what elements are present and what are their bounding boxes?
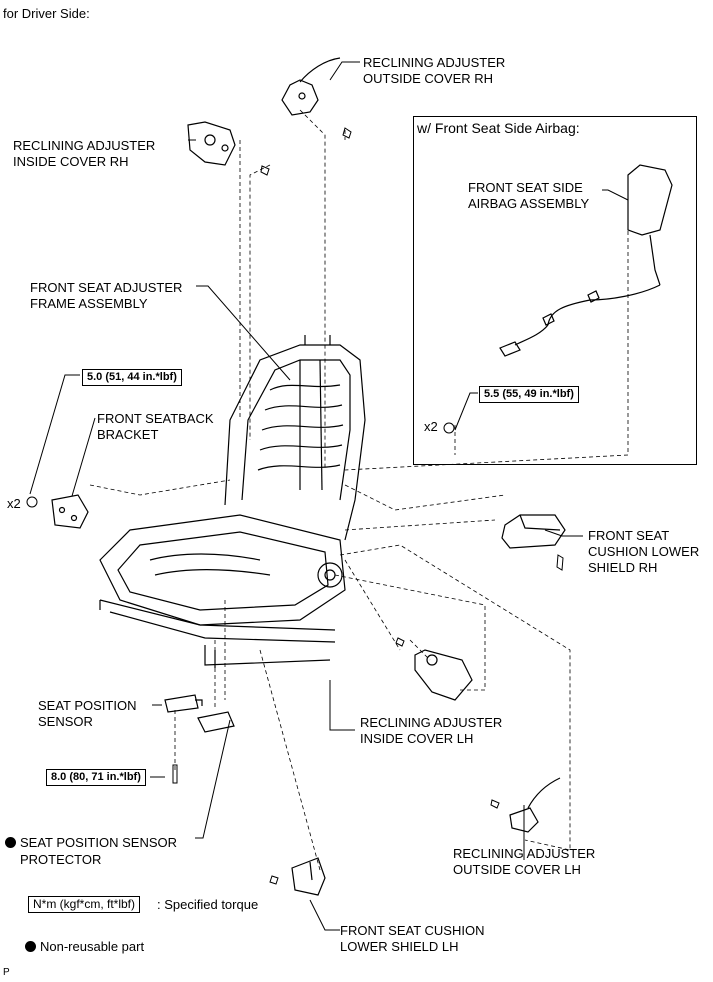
inset-title: w/ Front Seat Side Airbag: [417, 120, 580, 136]
label-recl-outside-rh-2: OUTSIDE COVER RH [363, 71, 494, 86]
label-recl-outside-rh-1: RECLINING ADJUSTER [363, 55, 506, 70]
torque-airbag: 5.5 (55, 49 in.*lbf) [479, 386, 579, 403]
label-recl-inside-rh-1: RECLINING ADJUSTER [13, 138, 156, 153]
airbag-inset-box [413, 116, 697, 465]
qty-inset: x2 [424, 419, 438, 434]
seatback-bracket-part [51, 494, 89, 529]
protector-part [197, 711, 235, 733]
footer-code: P [3, 967, 10, 978]
torque-bracket: 5.0 (51, 44 in.*lbf) [82, 369, 182, 386]
bolt-shield-lh [269, 875, 279, 885]
recl-inside-cover-lh-part [414, 649, 473, 701]
recl-outside-cover-lh-part [509, 777, 561, 833]
bolt-lh-inside [395, 637, 405, 647]
legend-torque-text: : Specified torque [157, 897, 259, 912]
label-recl-inside-lh-1: RECLINING ADJUSTER [360, 715, 503, 730]
label-shield-rh-3: SHIELD RH [588, 560, 658, 575]
bolt-bracket [26, 496, 38, 508]
nonreusable-dot-icon [5, 837, 16, 848]
nut-airbag [443, 422, 455, 434]
qty-left: x2 [7, 496, 21, 511]
label-frame-1: FRONT SEAT ADJUSTER [30, 280, 183, 295]
airbag-part [499, 164, 673, 357]
legend-nonreusable-text: Non-reusable part [40, 939, 145, 954]
label-recl-outside-lh-1: RECLINING ADJUSTER [453, 846, 596, 861]
recl-outside-cover-rh-part [281, 57, 341, 116]
label-sensor-2: SENSOR [38, 714, 93, 729]
recl-inside-cover-rh-part [187, 121, 236, 166]
label-bracket-2: BRACKET [97, 427, 159, 442]
bolt-sensor [172, 764, 178, 784]
legend-dot-icon [25, 941, 36, 952]
label-airbag-2: AIRBAG ASSEMBLY [468, 196, 590, 211]
bolt-rh-inside [260, 165, 270, 176]
label-shield-lh-1: FRONT SEAT CUSHION [340, 923, 485, 938]
shield-lh-part [291, 857, 326, 896]
legend-nonreusable: Non-reusable part [25, 939, 144, 955]
label-protector-text-1: SEAT POSITION SENSOR [20, 835, 177, 850]
label-frame-2: FRAME ASSEMBLY [30, 296, 148, 311]
alignment-lines [89, 109, 629, 871]
seat-frame-part [99, 335, 366, 668]
label-recl-inside-lh-2: INSIDE COVER LH [360, 731, 474, 746]
legend-torque-box: N*m (kgf*cm, ft*lbf) [28, 896, 141, 913]
label-shield-rh-2: CUSHION LOWER [588, 544, 700, 559]
label-shield-lh-2: LOWER SHIELD LH [340, 939, 459, 954]
label-recl-inside-rh-2: INSIDE COVER RH [13, 154, 129, 169]
bolt-lh-outside [490, 799, 500, 809]
label-shield-rh-1: FRONT SEAT [588, 528, 670, 543]
label-bracket-1: FRONT SEATBACK [97, 411, 214, 426]
label-sensor-1: SEAT POSITION [38, 698, 137, 713]
page-title: for Driver Side: [3, 6, 90, 21]
bolt-shield-rh [556, 554, 564, 571]
shield-rh-part [501, 514, 566, 549]
bolt-rh-outside [342, 127, 352, 139]
sensor-part [164, 694, 203, 713]
label-airbag-1: FRONT SEAT SIDE [468, 180, 583, 195]
torque-sensor: 8.0 (80, 71 in.*lbf) [46, 769, 146, 786]
label-recl-outside-lh-2: OUTSIDE COVER LH [453, 862, 581, 877]
label-protector-1: SEAT POSITION SENSOR [5, 835, 177, 851]
label-protector-2: PROTECTOR [20, 852, 102, 867]
